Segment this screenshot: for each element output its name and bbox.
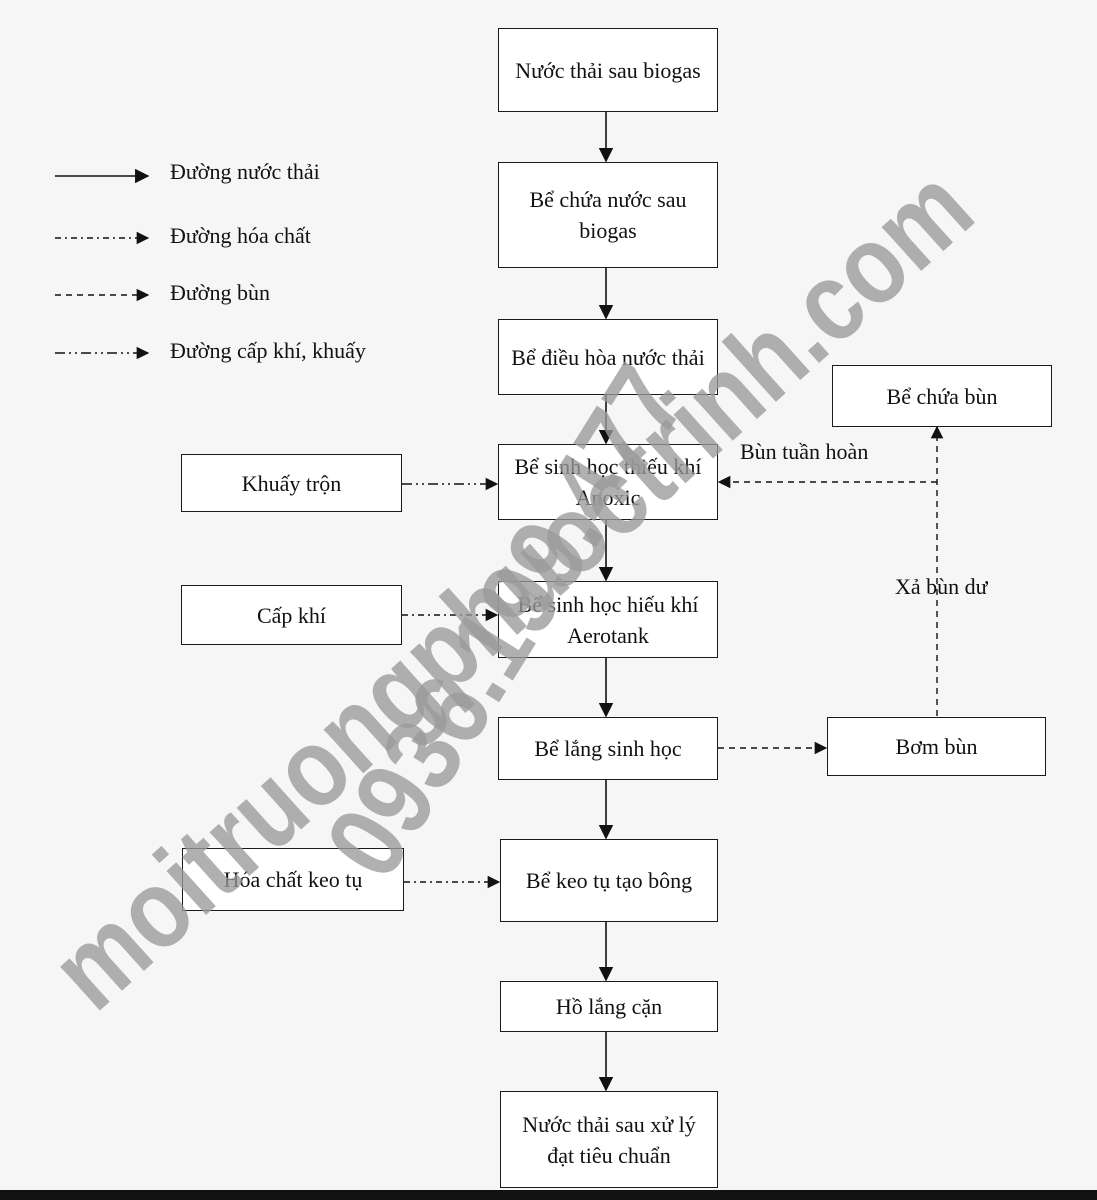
node-be-keo-tu: Bể keo tụ tạo bông xyxy=(500,839,718,922)
label-xa-bun-du: Xả bùn dư xyxy=(895,574,988,599)
node-bom-bun: Bơm bùn xyxy=(827,717,1046,776)
node-cap-khi: Cấp khí xyxy=(181,585,402,645)
node-nuoc-thai-dat-chuan: Nước thải sau xử lý đạt tiêu chuẩn xyxy=(500,1091,718,1188)
node-be-lang-sinh-hoc: Bể lắng sinh học xyxy=(498,717,718,780)
node-be-chua-nuoc-sau-biogas: Bể chứa nước sau biogas xyxy=(498,162,718,268)
legend-label-dashdotdot: Đường cấp khí, khuấy xyxy=(170,338,366,363)
node-hoa-chat-keo-tu: Hóa chất keo tụ xyxy=(182,848,404,911)
legend-label-solid: Đường nước thải xyxy=(170,159,320,184)
node-be-chua-bun: Bể chứa bùn xyxy=(832,365,1052,427)
legend-label-dashed: Đường bùn xyxy=(170,280,270,305)
label-bun-tuan-hoan: Bùn tuần hoàn xyxy=(740,439,869,464)
node-khuay-tron: Khuấy trộn xyxy=(181,454,402,512)
node-ho-lang-can: Hồ lắng cặn xyxy=(500,981,718,1032)
legend-label-dashdot: Đường hóa chất xyxy=(170,223,311,248)
node-be-aerotank: Bể sinh học hiếu khí Aerotank xyxy=(498,581,718,658)
node-nuoc-thai-sau-biogas: Nước thải sau biogas xyxy=(498,28,718,112)
node-be-dieu-hoa: Bể điều hòa nước thải xyxy=(498,319,718,395)
bottom-border-bar xyxy=(0,1190,1097,1200)
node-be-anoxic: Bể sinh học thiếu khí Anoxic xyxy=(498,444,718,520)
